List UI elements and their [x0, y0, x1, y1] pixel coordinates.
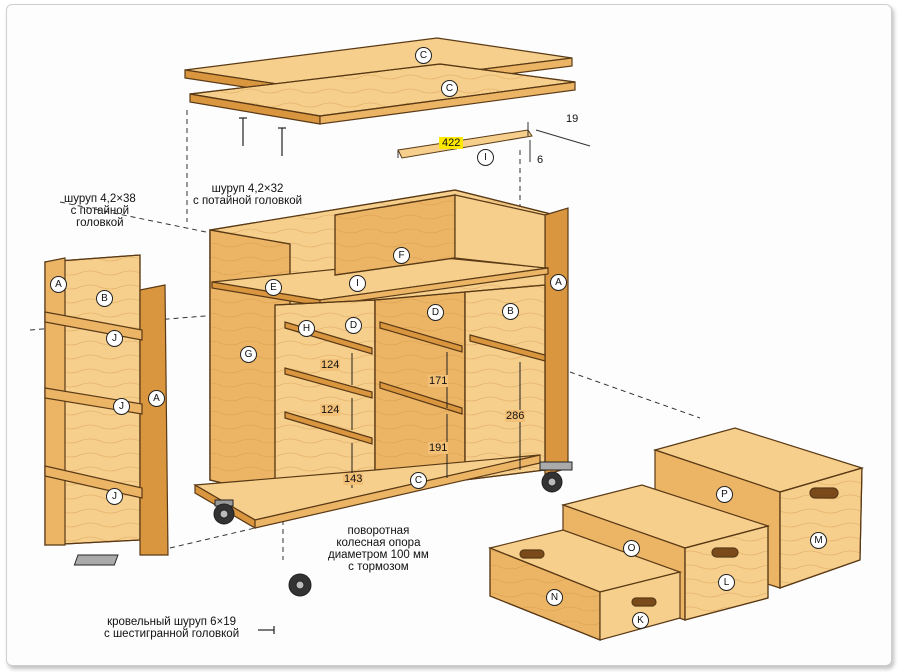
note-line: с потайной головкой [193, 195, 303, 207]
note-screw-top: шуруп 4,2×32 с потайной головкой [193, 183, 302, 207]
tag-side-b-left: B [96, 290, 113, 307]
dim-mid-upper: 171 [428, 375, 449, 387]
note-screw-side: шуруп 4,2×38 с потайной головкой [64, 193, 136, 229]
note-line: поворотная [347, 525, 410, 537]
tag-drawer-o: O [623, 540, 640, 557]
tag-top-lower: C [441, 80, 458, 97]
dim-strip-length: 422 [439, 137, 464, 149]
tag-divider-f: F [393, 247, 410, 264]
strip-i [397, 122, 591, 162]
tag-divider-d2: D [427, 304, 444, 321]
tag-top-upper: C [415, 47, 432, 64]
note-line: колесная опора [336, 537, 421, 549]
tag-side-b-right: B [502, 303, 519, 320]
tag-rail-j3: J [106, 488, 123, 505]
tag-drawer-n: N [546, 589, 563, 606]
tag-drawer-k: K [632, 612, 649, 629]
note-line: кровельный шуруп 6×19 [107, 616, 237, 628]
tag-divider-d1: D [345, 317, 362, 334]
note-line: с потайной [70, 205, 130, 217]
top-panels [184, 37, 576, 125]
tag-side-a-left: A [50, 276, 67, 293]
dim-gap-1: 124 [320, 359, 341, 371]
note-line: шуруп 4,2×32 [211, 183, 284, 195]
dim-mid-lower: 191 [428, 442, 449, 454]
tag-shelf-e: E [265, 279, 282, 296]
note-line: с тормозом [348, 561, 409, 573]
tag-cleat-h: H [298, 320, 315, 337]
note-line: с шестигранной головкой [104, 628, 240, 640]
tag-strip: I [477, 149, 494, 166]
tag-drawer-m: M [810, 532, 827, 549]
dim-strip-width: 19 [566, 113, 579, 125]
tag-side-a-right: A [550, 274, 567, 291]
roof-screw [258, 626, 275, 634]
note-line: шуруп 4,2×38 [64, 193, 136, 205]
note-caster: поворотная колесная опора диаметром 100 … [328, 525, 429, 573]
left-side-assembly [44, 254, 169, 556]
note-line: головкой [76, 217, 124, 229]
dim-right-gap: 286 [505, 410, 526, 422]
note-line: диаметром 100 мм [328, 549, 429, 561]
tag-side-a-left-front: A [148, 390, 165, 407]
note-roof-screw: кровельный шуруп 6×19 с шестигранной гол… [104, 616, 239, 640]
tag-drawer-l: L [718, 574, 735, 591]
dim-gap-2: 124 [320, 404, 341, 416]
tag-strip-mounted: I [349, 275, 366, 292]
cabinet-casters [73, 461, 573, 597]
dim-gap-3: 143 [343, 473, 364, 485]
tag-drawer-p: P [716, 486, 733, 503]
tag-rail-j2: J [113, 398, 130, 415]
tag-rail-j1: J [106, 330, 123, 347]
dim-strip-thickness: 6 [537, 154, 544, 166]
tag-bottom-c: C [410, 472, 427, 489]
drawers [488, 427, 865, 641]
main-cabinet [193, 189, 569, 530]
top-screws [239, 117, 286, 156]
tag-panel-g: G [240, 346, 257, 363]
